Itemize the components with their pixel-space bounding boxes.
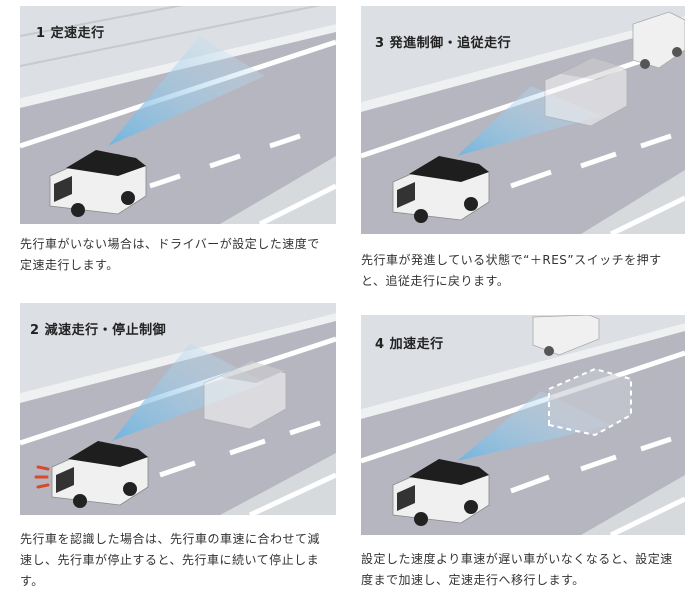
lead-car (544, 58, 628, 127)
brake-light-icon (34, 465, 50, 489)
far-car (532, 315, 600, 356)
scene-label-4: 4 加速走行 (375, 337, 444, 352)
scene-panel-2: 2 減速走行・停止制御 先行車を認識した場合は、先行車の車速に合わせて減速し、先… (20, 303, 340, 598)
scene-caption-4: 設定した速度より車速が遅い車がいなくなると、設定速度まで加速し、定速走行へ移行し… (361, 552, 673, 587)
scene-caption-3: 先行車が発進している状態で“＋RES”スイッチを押すと、追従走行に戻ります。 (361, 253, 662, 288)
vanished-car-outline (548, 367, 632, 437)
far-car (632, 11, 685, 69)
scene-label-1: 1 定速走行 (36, 26, 105, 41)
scene-label-3: 3 発進制御・追従走行 (375, 36, 512, 51)
scene-panel-3: 3 発進制御・追従走行 先行車が発進している状態で“＋RES”スイッチを押すと、… (361, 6, 691, 296)
wall (20, 303, 336, 393)
radar-beam (108, 36, 265, 146)
wall (361, 315, 685, 409)
scene-illustration-2: 2 減速走行・停止制御 (20, 303, 336, 515)
scene-panel-4: 4 加速走行 設定した速度より車速が遅い車がいなくなると、設定速度まで加速し、定… (361, 315, 691, 600)
ego-car (51, 441, 149, 508)
ego-car (392, 156, 490, 223)
scene-label-2: 2 減速走行・停止制御 (30, 323, 167, 338)
ego-car (392, 459, 490, 526)
wall (20, 6, 336, 98)
scene-panel-1: 1 定速走行 先行車がいない場合は、ドライバーが設定した速度で定速走行します。 (20, 6, 340, 286)
scene-caption-2: 先行車を認識した場合は、先行車の車速に合わせて減速し、先行車が停止すると、先行車… (20, 532, 321, 588)
scene-illustration-3: 3 発進制御・追従走行 (361, 6, 685, 234)
radar-beam (112, 343, 265, 441)
ego-car (49, 150, 147, 217)
scene-illustration-4: 4 加速走行 (361, 315, 685, 535)
wall (361, 6, 685, 102)
scene-illustration-1: 1 定速走行 (20, 6, 336, 224)
scene-caption-1: 先行車がいない場合は、ドライバーが設定した速度で定速走行します。 (20, 237, 320, 272)
lead-car (203, 361, 287, 430)
